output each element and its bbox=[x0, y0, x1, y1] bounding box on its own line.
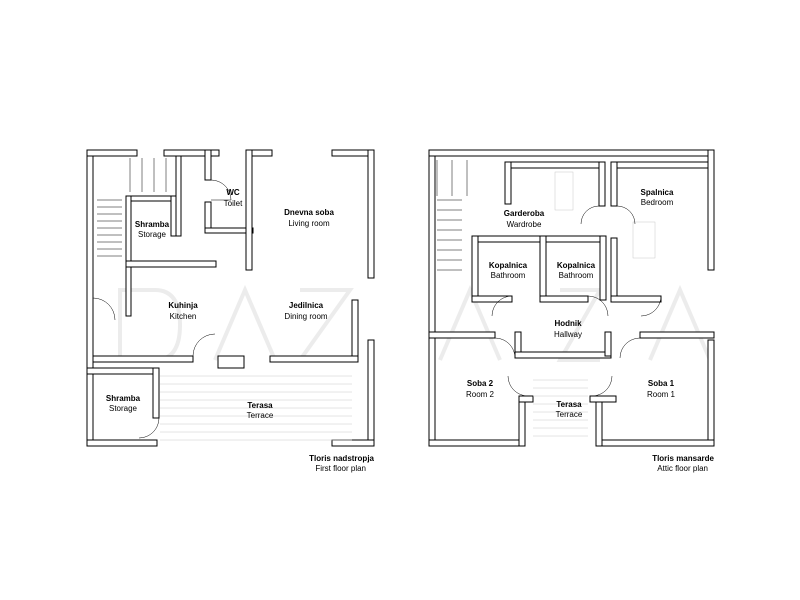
room-sublabel-bathroom-1: Bathroom bbox=[491, 271, 526, 280]
room-sublabel-storage-2: Storage bbox=[109, 404, 138, 413]
room-label-room-2: Soba 2 bbox=[467, 379, 494, 388]
room-sublabel-wardrobe: Wardrobe bbox=[507, 220, 542, 229]
room-sublabel-kitchen: Kitchen bbox=[170, 312, 197, 321]
room-sublabel-dining: Dining room bbox=[284, 312, 327, 321]
room-sublabel-storage-1: Storage bbox=[138, 230, 167, 239]
room-sublabel-wc: Toilet bbox=[224, 199, 243, 208]
room-label-living: Dnevna soba bbox=[284, 208, 334, 217]
room-label-terrace: Terasa bbox=[247, 401, 273, 410]
attic-doors bbox=[491, 205, 662, 397]
room-sublabel-bathroom-2: Bathroom bbox=[559, 271, 594, 280]
room-label-hallway: Hodnik bbox=[554, 319, 582, 328]
attic-stairs bbox=[436, 160, 468, 271]
room-label-wardrobe: Garderoba bbox=[504, 209, 545, 218]
room-sublabel-bedroom: Bedroom bbox=[641, 198, 674, 207]
room-sublabel-room-2: Room 2 bbox=[466, 390, 495, 399]
plan-subtitle-attic: Attic floor plan bbox=[657, 464, 708, 473]
room-label-kitchen: Kuhinja bbox=[168, 301, 198, 310]
room-sublabel-room-1: Room 1 bbox=[647, 390, 676, 399]
room-sublabel-attic-terrace: Terrace bbox=[556, 410, 583, 419]
room-label-bathroom-2: Kopalnica bbox=[557, 261, 596, 270]
room-label-dining: Jedilnica bbox=[289, 301, 324, 310]
first-floor-stairs bbox=[97, 158, 167, 257]
room-label-room-1: Soba 1 bbox=[648, 379, 675, 388]
room-label-storage-2: Shramba bbox=[106, 394, 141, 403]
room-sublabel-hallway: Hallway bbox=[554, 330, 582, 339]
first-floor-walls bbox=[86, 149, 375, 447]
first-floor-plan: WC Toilet Shramba Storage Dnevna soba Li… bbox=[86, 149, 375, 473]
plan-title-first-floor: Tloris nadstropja bbox=[309, 454, 374, 463]
attic-skylights bbox=[554, 171, 656, 259]
room-label-storage-1: Shramba bbox=[135, 220, 170, 229]
plan-title-attic: Tloris mansarde bbox=[652, 454, 714, 463]
attic-terrace-deck bbox=[533, 379, 588, 437]
first-floor-doors bbox=[92, 179, 232, 439]
first-floor-terrace-deck bbox=[160, 375, 352, 441]
room-label-wc: WC bbox=[226, 188, 240, 197]
attic-floor-plan: Garderoba Wardrobe Spalnica Bedroom Kopa… bbox=[428, 149, 715, 473]
room-label-bathroom-1: Kopalnica bbox=[489, 261, 528, 270]
room-label-attic-terrace: Terasa bbox=[556, 400, 582, 409]
room-sublabel-living: Living room bbox=[288, 219, 330, 228]
plan-subtitle-first-floor: First floor plan bbox=[315, 464, 366, 473]
room-sublabel-terrace: Terrace bbox=[247, 411, 274, 420]
room-label-bedroom: Spalnica bbox=[641, 188, 674, 197]
attic-walls bbox=[428, 149, 715, 447]
